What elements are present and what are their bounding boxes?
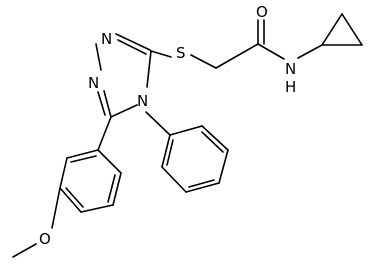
- bond-c5-ar: [97, 116, 112, 151]
- bond-ph-4: [218, 149, 229, 184]
- bond-ar-4: [80, 204, 114, 213]
- cyclopropyl-ring: [297, 13, 363, 59]
- methoxyphenyl-ring: [12, 116, 122, 258]
- atom-sulfur: S: [176, 44, 186, 62]
- bond-ar-1: [66, 149, 99, 159]
- bond-c5-n1-double: [97, 91, 106, 116]
- bond-n4-c5: [110, 104, 138, 118]
- atom-amide-hydrogen: H: [285, 78, 296, 96]
- thioacetamide-chain: [150, 19, 285, 69]
- bond-n2-c3: [115, 33, 151, 51]
- bond-c5-n1: [103, 90, 112, 118]
- bond-ph-1-inner: [166, 139, 174, 166]
- bond-cp-1: [321, 13, 343, 46]
- phenyl-ring: [145, 111, 229, 193]
- atom-triazole-n2: N: [101, 30, 112, 48]
- bond-n4-ph: [145, 111, 171, 136]
- atom-triazole-n1: N: [88, 74, 99, 92]
- bond-c3-s: [150, 50, 172, 58]
- atom-methoxy-oxygen: O: [39, 230, 51, 248]
- bond-o-ch3: [12, 243, 37, 258]
- triazole-ring: [95, 33, 152, 118]
- bond-ph-5-inner: [201, 131, 224, 153]
- bond-ar-5-inner: [107, 174, 116, 203]
- atom-triazole-n4: N: [137, 92, 148, 110]
- bond-ar-o: [51, 187, 61, 229]
- bond-ph-5: [201, 125, 229, 151]
- atom-amide-nitrogen: N: [285, 60, 296, 78]
- bond-ar-5: [112, 172, 122, 206]
- bond-cp-2: [341, 13, 363, 46]
- bond-ar-3: [59, 187, 82, 213]
- bond-ar-6: [97, 149, 122, 174]
- bond-ph-1: [161, 134, 171, 168]
- bond-ph-2: [161, 166, 187, 193]
- bond-c3-n4: [146, 50, 152, 88]
- bond-s-ch2: [190, 54, 217, 69]
- atom-oxygen-carbonyl: O: [256, 3, 268, 21]
- atom-labels: O N H S N N N O: [39, 3, 296, 248]
- bond-ph-3: [185, 182, 220, 193]
- bond-n-cp: [297, 44, 323, 59]
- bond-ch2-carbonyl: [215, 43, 259, 69]
- bond-ph-3-inner: [188, 179, 215, 188]
- bond-n1-n2: [95, 43, 102, 71]
- bond-ar-2: [59, 157, 68, 189]
- bond-carbonyl-n: [257, 43, 285, 60]
- bond-n2-c3-double: [117, 39, 147, 55]
- bond-ar-3-inner: [65, 187, 84, 208]
- bond-ph-6: [169, 125, 203, 136]
- bond-ar-1-inner: [70, 155, 97, 163]
